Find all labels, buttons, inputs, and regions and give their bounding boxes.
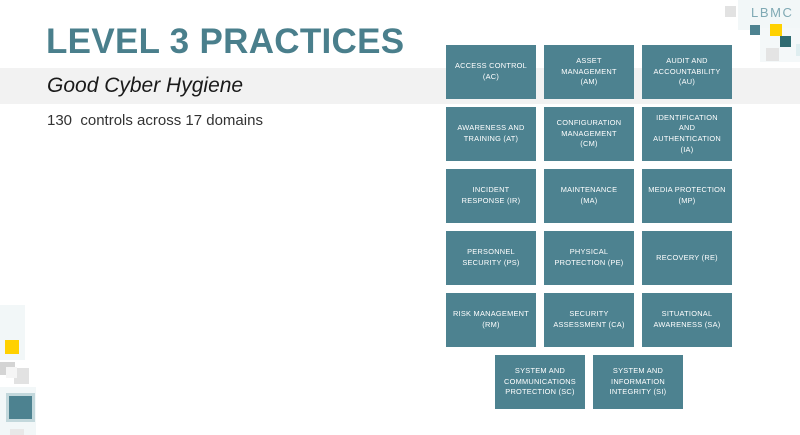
- logo-square-yellow-icon: [770, 24, 782, 36]
- domain-cell-label: RISK MANAGEMENT(RM): [452, 309, 530, 329]
- domain-cell-label: ACCESS CONTROL(AC): [454, 61, 528, 81]
- lbmc-logo: LBMC: [716, 0, 800, 62]
- logo-square-teal-icon: [750, 25, 760, 35]
- corner-decoration: [0, 305, 58, 435]
- deco-square-gray-2-icon: [14, 368, 29, 384]
- domain-cell-ma[interactable]: MAINTENANCE(MA): [544, 169, 634, 223]
- controls-summary-text: 130 controls across 17 domains: [47, 112, 263, 129]
- logo-square-dark-teal-icon: [780, 36, 791, 47]
- domain-cell-ac[interactable]: ACCESS CONTROL(AC): [446, 45, 536, 99]
- logo-backdrop-upper: [738, 0, 800, 30]
- logo-wordmark: LBMC: [751, 5, 794, 20]
- domain-cell-label: MEDIA PROTECTION(MP): [648, 185, 726, 205]
- page-title: LEVEL 3 PRACTICES: [46, 22, 405, 61]
- deco-square-yellow-icon: [5, 340, 19, 354]
- page-subtitle: Good Cyber Hygiene: [47, 74, 244, 97]
- domain-cell-label: RECOVERY (RE): [656, 252, 718, 262]
- domain-cell-label: MAINTENANCE(MA): [560, 185, 618, 205]
- logo-square-gray-icon: [725, 6, 736, 17]
- deco-square-white-icon: [6, 367, 17, 378]
- domain-cell-re[interactable]: RECOVERY (RE): [642, 231, 732, 285]
- domain-cell-mp[interactable]: MEDIA PROTECTION(MP): [642, 169, 732, 223]
- domain-cell-rm[interactable]: RISK MANAGEMENT(RM): [446, 293, 536, 347]
- logo-square-gray-2-icon: [766, 48, 779, 61]
- logo-edge-accent-icon: [796, 44, 800, 56]
- deco-square-teal-icon: [9, 396, 32, 419]
